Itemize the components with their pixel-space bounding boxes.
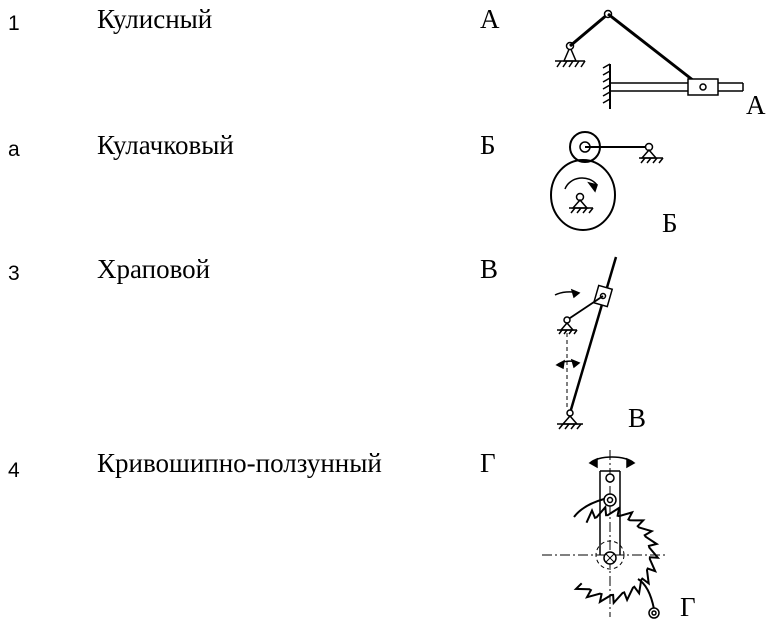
figure-v-label: В	[628, 403, 647, 433]
figure-g-label: Г	[680, 592, 696, 622]
row-1-letter: А	[480, 4, 500, 34]
row-2-number: а	[8, 138, 20, 161]
row-3-number: 3	[8, 262, 20, 285]
row-3-name: Храповой	[97, 254, 211, 284]
row-1-name: Кулисный	[97, 4, 213, 34]
figure-a-label: А	[746, 90, 766, 120]
row-3-letter: В	[480, 254, 499, 284]
rocker-link-mechanism-icon	[545, 255, 635, 435]
row-1-number: 1	[8, 12, 20, 35]
slider-crank-mechanism-icon	[545, 5, 771, 115]
row-4-letter: Г	[480, 448, 496, 478]
cam-mechanism-icon	[545, 125, 685, 235]
row-4-number: 4	[8, 459, 20, 482]
ratchet-mechanism-icon	[530, 445, 680, 620]
figure-b-label: Б	[662, 208, 678, 238]
row-2-letter: Б	[480, 130, 496, 160]
row-2-name: Кулачковый	[97, 130, 234, 160]
row-4-name: Кривошипно-ползунный	[97, 448, 382, 478]
